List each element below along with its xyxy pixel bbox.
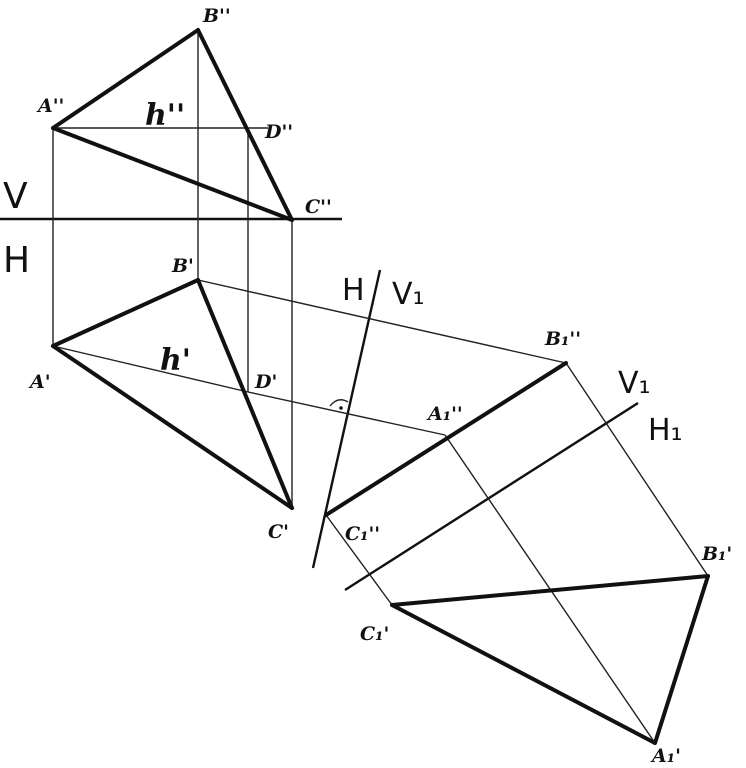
- proj-line-a: [247, 391, 446, 436]
- label-a1: A': [28, 371, 51, 393]
- label-axis2-v1: V₁: [392, 277, 425, 312]
- horizontal-h1-line: [52, 345, 249, 393]
- edge-b1-c1: [196, 278, 294, 510]
- proj-line-b1: [565, 362, 709, 577]
- label-h2: h'': [145, 98, 185, 133]
- label-c1p: C₁': [360, 623, 389, 645]
- edge-c1p-b1p: [390, 574, 710, 607]
- label-b1p: B₁': [701, 543, 732, 565]
- label-axis-h: H: [3, 240, 30, 281]
- axis-h-v1: [311, 269, 382, 569]
- label-c1pp: C₁'': [345, 523, 380, 545]
- label-b2: B'': [202, 5, 231, 27]
- label-a1pp: A₁'': [426, 403, 463, 425]
- edge-b1p-a1p: [653, 574, 710, 745]
- label-d1: D': [254, 371, 277, 393]
- edge-a2-c2: [51, 126, 294, 222]
- label-axis3-h1: H₁: [648, 413, 683, 448]
- label-a1p: A₁': [650, 745, 681, 767]
- label-d2: D'': [264, 121, 293, 143]
- label-h1: h': [160, 343, 191, 378]
- edge-a1-c1: [51, 344, 294, 510]
- axis-v1-h1: [344, 401, 639, 592]
- label-b1pp: B₁'': [544, 328, 581, 350]
- proj-line-c1: [325, 514, 393, 606]
- right-angle-dot: [339, 406, 343, 410]
- label-c1: C': [268, 521, 289, 543]
- label-a2: A'': [36, 95, 64, 117]
- edge-a1-b1: [51, 278, 200, 348]
- label-axis-v: V: [3, 176, 28, 217]
- edge-b2-c2: [196, 28, 294, 222]
- proj-line-b: [197, 279, 567, 364]
- right-angle-marker: [329, 399, 349, 407]
- label-c2: C'': [305, 196, 332, 218]
- label-b1: B': [171, 255, 194, 277]
- edge-a2-b2: [51, 28, 200, 130]
- edge-c1p-a1p: [390, 603, 657, 745]
- label-axis3-v1: V₁: [618, 366, 651, 401]
- edge-c1pp-b1pp: [324, 361, 568, 517]
- label-axis2-h: H: [342, 273, 365, 308]
